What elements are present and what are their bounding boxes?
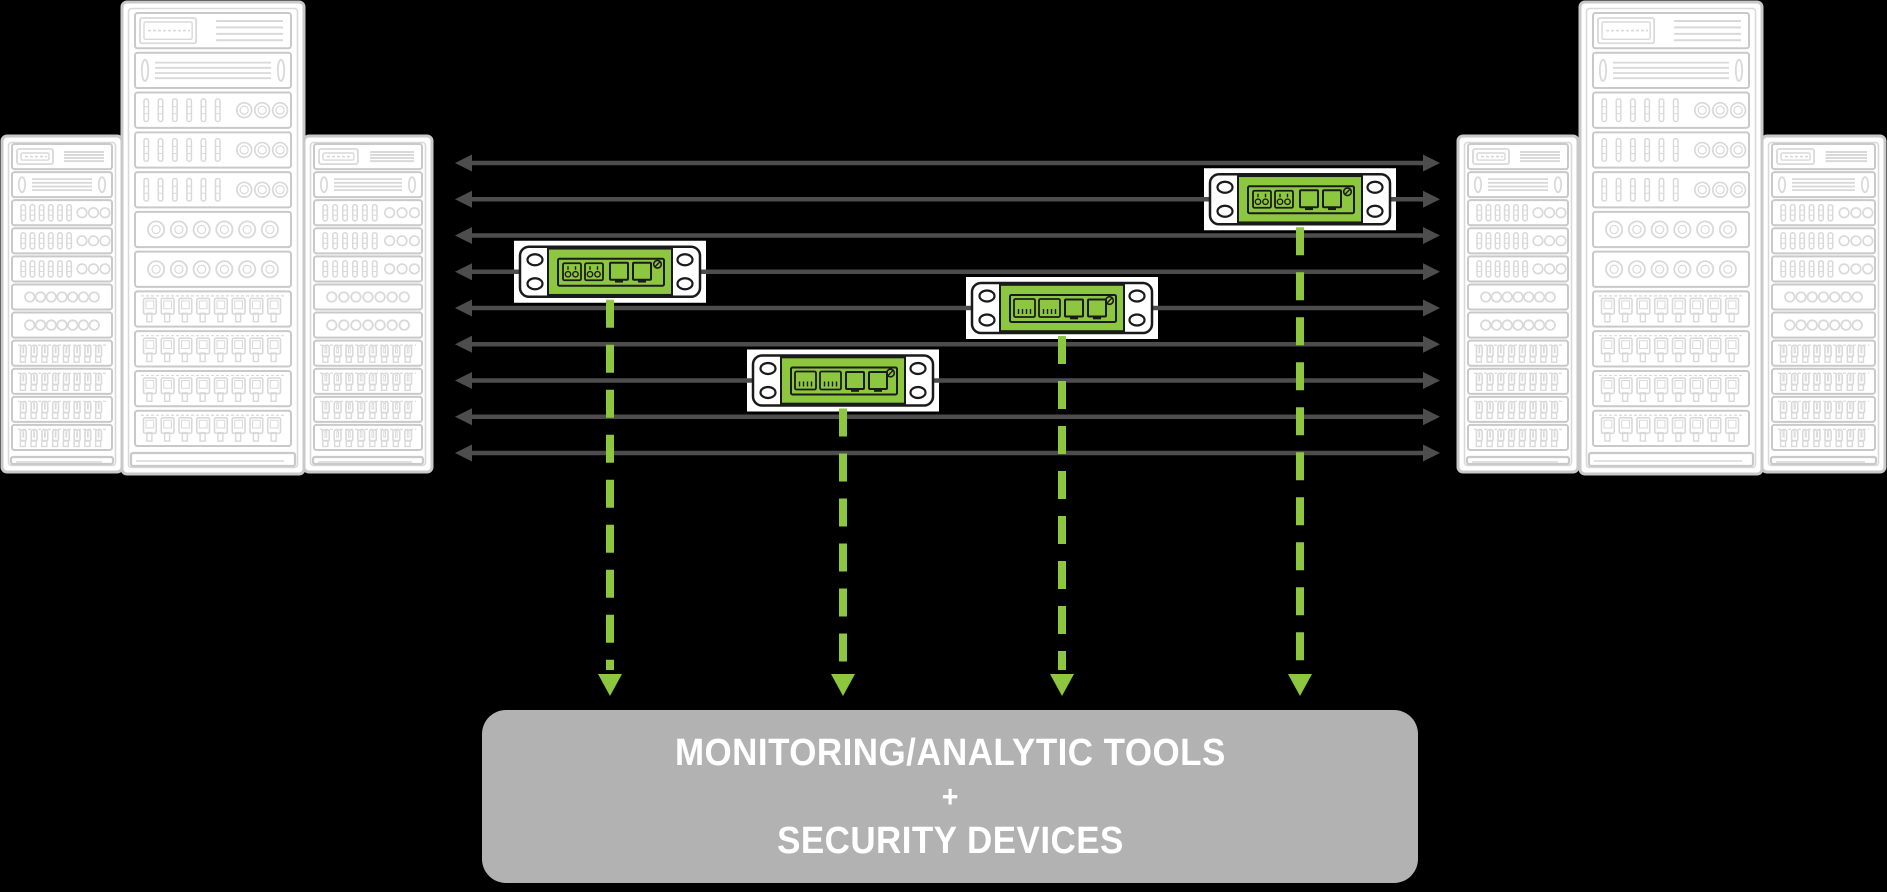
arrowhead-down-icon: [831, 674, 855, 696]
monitoring-box-plus: +: [941, 778, 959, 814]
arrowhead-down-icon: [598, 674, 622, 696]
arrowhead-right-icon: [1423, 335, 1440, 353]
arrowhead-right-icon: [1423, 408, 1440, 426]
network-link-9: [455, 444, 1440, 462]
arrowhead-right-icon: [1423, 190, 1440, 208]
mounting-hole-icon: [676, 253, 694, 267]
server-rack-left-2: [120, 0, 306, 476]
server-rack-right-2: [1578, 0, 1764, 476]
monitoring-box: MONITORING/ANALYTIC TOOLS + SECURITY DEV…: [482, 710, 1418, 883]
server-rack-group-left: [0, 0, 434, 476]
arrowhead-left-icon: [455, 299, 472, 317]
network-tap-4-fiber: [1203, 168, 1397, 231]
monitoring-box-title-line1: MONITORING/ANALYTIC TOOLS: [674, 731, 1226, 774]
network-tap-1-fiber: [513, 240, 707, 303]
server-rack-group-right: [1456, 0, 1887, 476]
arrowhead-left-icon: [455, 263, 472, 281]
mounting-hole-icon: [909, 361, 927, 376]
network-link-3: [455, 227, 1440, 244]
network-link-7: [455, 372, 1440, 389]
arrowhead-right-icon: [1423, 154, 1440, 172]
mounting-hole-icon: [1216, 204, 1234, 218]
mounting-hole-icon: [1366, 180, 1384, 194]
network-taps: [513, 168, 1397, 412]
arrowhead-right-icon: [1423, 372, 1440, 389]
arrowhead-down-icon: [1050, 674, 1074, 696]
arrowhead-right-icon: [1423, 227, 1440, 244]
network-link-8: [455, 408, 1440, 426]
arrowhead-left-icon: [455, 335, 472, 353]
mounting-hole-icon: [759, 385, 777, 400]
tap-output-arrow-2: [831, 408, 855, 696]
arrowhead-left-icon: [455, 408, 472, 426]
mounting-hole-icon: [1128, 313, 1146, 327]
arrowhead-left-icon: [455, 190, 472, 208]
arrowhead-right-icon: [1423, 299, 1440, 317]
tap-output-arrow-4: [1288, 227, 1312, 696]
tap-output-arrow-1: [598, 299, 622, 696]
mounting-hole-icon: [978, 289, 996, 303]
arrowhead-right-icon: [1423, 444, 1440, 462]
network-link-1: [455, 154, 1440, 172]
server-rack-left-1: [0, 134, 124, 474]
mounting-hole-icon: [676, 277, 694, 291]
arrowhead-left-icon: [455, 444, 472, 462]
arrowhead-right-icon: [1423, 263, 1440, 281]
mounting-hole-icon: [759, 361, 777, 376]
arrowhead-left-icon: [455, 372, 472, 389]
network-tap-2-copper: [746, 349, 940, 412]
mounting-hole-icon: [1366, 204, 1384, 218]
tap-output-arrows: [598, 227, 1312, 696]
network-link-5: [455, 299, 1440, 317]
mounting-hole-icon: [1216, 180, 1234, 194]
monitoring-box-title-line2: SECURITY DEVICES: [776, 819, 1124, 862]
mounting-hole-icon: [1128, 289, 1146, 303]
mounting-hole-icon: [526, 277, 544, 291]
mounting-hole-icon: [909, 385, 927, 400]
tap-output-arrow-3: [1050, 336, 1074, 696]
arrowhead-left-icon: [455, 227, 472, 244]
arrowhead-left-icon: [455, 154, 472, 172]
arrowhead-down-icon: [1288, 674, 1312, 696]
server-rack-right-1: [1456, 134, 1580, 474]
mounting-hole-icon: [526, 253, 544, 267]
network-tap-3-copper: [965, 277, 1159, 339]
mounting-hole-icon: [978, 313, 996, 327]
network-link-6: [455, 335, 1440, 353]
server-rack-right-3: [1760, 134, 1887, 474]
server-rack-left-3: [302, 134, 434, 474]
